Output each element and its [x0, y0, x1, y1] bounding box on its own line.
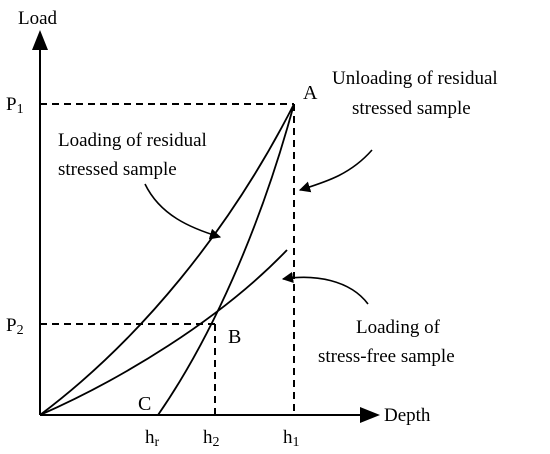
p1-tick-label: P1: [6, 94, 24, 117]
loading-stress-free-curve: [39, 249, 288, 416]
loading-free-annotation-line2: stress-free sample: [318, 346, 455, 367]
point-a-label: A: [303, 82, 318, 104]
x-axis-label: Depth: [384, 405, 431, 426]
point-b-label: B: [228, 326, 241, 348]
loading-free-annotation-arrow: [281, 271, 369, 305]
x-axis-arrowhead: [360, 407, 380, 423]
point-c-label: C: [138, 393, 151, 415]
h1-tick-label: h1: [283, 427, 300, 450]
y-axis-label: Load: [18, 8, 58, 29]
y-axis-arrowhead: [32, 30, 48, 50]
unloading-annotation-arrow: [298, 149, 373, 193]
loading-residual-annotation-arrow: [144, 183, 222, 240]
hr-tick-label: hr: [145, 427, 160, 450]
loading-residual-curve: [39, 103, 295, 416]
unloading-residual-curve: [157, 103, 295, 416]
loading-free-annotation-line1: Loading of: [356, 317, 441, 338]
loading-residual-annotation-line2: stressed sample: [58, 159, 177, 180]
h2-tick-label: h2: [203, 427, 220, 450]
unloading-annotation-line2: stressed sample: [352, 98, 471, 119]
p2-tick-label: P2: [6, 315, 24, 338]
loading-residual-annotation-line1: Loading of residual: [58, 130, 207, 151]
unloading-annotation-line1: Unloading of residual: [332, 68, 498, 89]
